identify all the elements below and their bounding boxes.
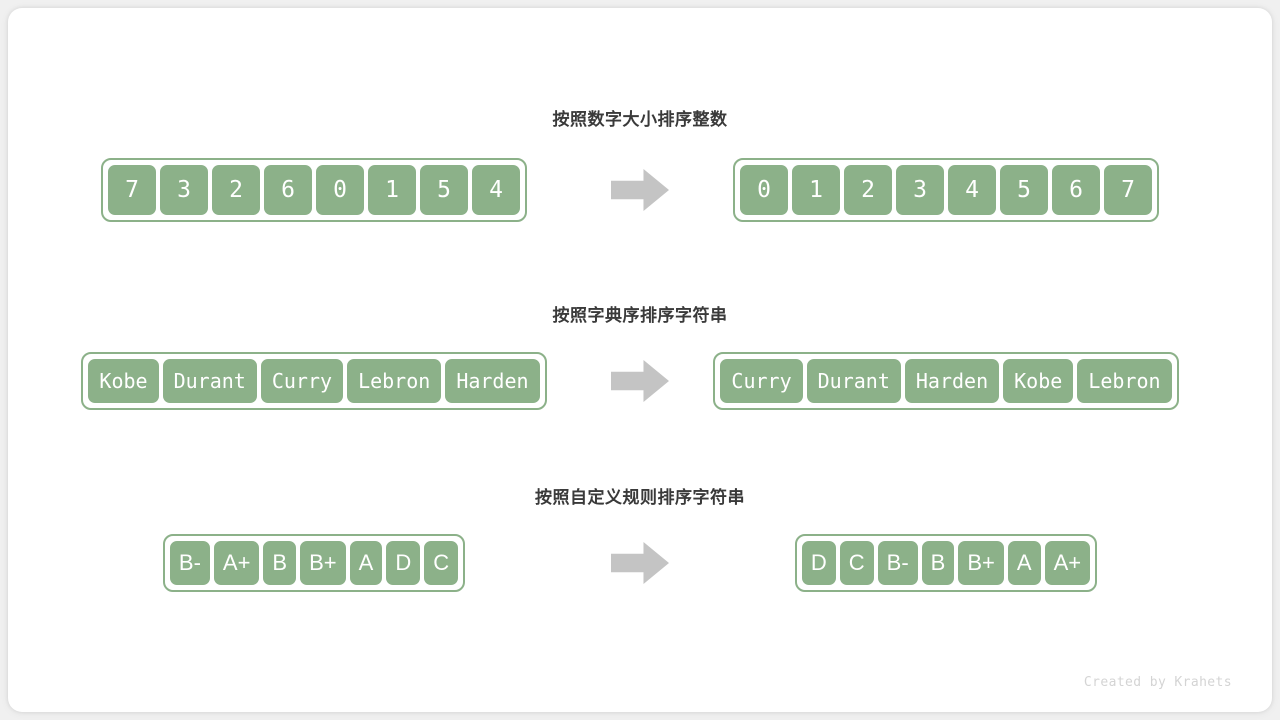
array-cell: 5: [418, 163, 470, 217]
section-title: 按照字典序排序字符串: [552, 306, 728, 325]
section-sort-strings-custom-rule: 按照自定义规则排序字符串 B- A+ B B+ A D C D C: [8, 486, 1272, 592]
array-before-wrapper: Kobe Durant Curry Lebron Harden: [8, 352, 620, 410]
array-before-wrapper: 7 3 2 6 0 1 5 4: [8, 158, 620, 222]
array-cell: B-: [875, 539, 920, 587]
array-after: 0 1 2 3 4 5 6 7: [733, 158, 1159, 222]
before-after-pair: 7 3 2 6 0 1 5 4 0 1 2 3 4: [8, 158, 1272, 222]
array-cell: A: [1005, 539, 1043, 587]
array-cell: Kobe: [86, 357, 161, 405]
array-cell: B: [261, 539, 299, 587]
section-title: 按照自定义规则排序字符串: [535, 488, 745, 507]
array-cell: Curry: [718, 357, 805, 405]
array-cell: 6: [262, 163, 314, 217]
array-cell: 2: [210, 163, 262, 217]
array-cell: 5: [998, 163, 1050, 217]
array-cell: B+: [956, 539, 1006, 587]
array-cell: Lebron: [345, 357, 444, 405]
array-cell: A+: [211, 539, 262, 587]
array-cell: 0: [314, 163, 366, 217]
before-after-pair: Kobe Durant Curry Lebron Harden Curry Du…: [8, 352, 1272, 410]
before-after-pair: B- A+ B B+ A D C D C B- B B+: [8, 534, 1272, 592]
array-cell: B-: [167, 539, 212, 587]
array-before: 7 3 2 6 0 1 5 4: [101, 158, 527, 222]
credit-text: Created by Krahets: [1083, 675, 1232, 690]
array-before: B- A+ B B+ A D C: [162, 534, 466, 592]
array-cell: D: [384, 539, 423, 587]
array-cell: 2: [842, 163, 894, 217]
array-cell: Harden: [443, 357, 542, 405]
array-cell: C: [837, 539, 876, 587]
array-cell: Lebron: [1075, 357, 1174, 405]
section-sort-integers: 按照数字大小排序整数 7 3 2 6 0 1 5 4 0: [8, 108, 1272, 222]
array-cell: B: [919, 539, 957, 587]
array-cell: A: [347, 539, 385, 587]
diagram-canvas: 按照数字大小排序整数 7 3 2 6 0 1 5 4 0: [8, 8, 1272, 712]
array-cell: 7: [106, 163, 158, 217]
array-after-wrapper: 0 1 2 3 4 5 6 7: [620, 158, 1272, 222]
array-cell: Harden: [902, 357, 1002, 405]
array-cell: 3: [894, 163, 946, 217]
array-cell: Durant: [804, 357, 903, 405]
array-cell: A+: [1042, 539, 1093, 587]
array-cell: Kobe: [1001, 357, 1076, 405]
array-cell: 0: [738, 163, 790, 217]
array-cell: 1: [790, 163, 842, 217]
section-sort-strings-lexicographic: 按照字典序排序字符串 Kobe Durant Curry Lebron Hard…: [8, 304, 1272, 410]
array-cell: C: [422, 539, 461, 587]
array-after: D C B- B B+ A A+: [794, 534, 1098, 592]
array-before: Kobe Durant Curry Lebron Harden: [81, 352, 547, 410]
array-after-wrapper: Curry Durant Harden Kobe Lebron: [620, 352, 1272, 410]
array-cell: 6: [1050, 163, 1102, 217]
array-cell: Curry: [258, 357, 346, 405]
array-cell: 3: [158, 163, 210, 217]
section-title: 按照数字大小排序整数: [552, 110, 728, 129]
array-cell: D: [799, 539, 838, 587]
array-cell: Durant: [160, 357, 259, 405]
array-after-wrapper: D C B- B B+ A A+: [620, 534, 1272, 592]
array-after: Curry Durant Harden Kobe Lebron: [713, 352, 1179, 410]
array-cell: 4: [470, 163, 522, 217]
array-cell: 4: [946, 163, 998, 217]
array-before-wrapper: B- A+ B B+ A D C: [8, 534, 620, 592]
array-cell: B+: [298, 539, 348, 587]
array-cell: 7: [1102, 163, 1154, 217]
array-cell: 1: [366, 163, 418, 217]
